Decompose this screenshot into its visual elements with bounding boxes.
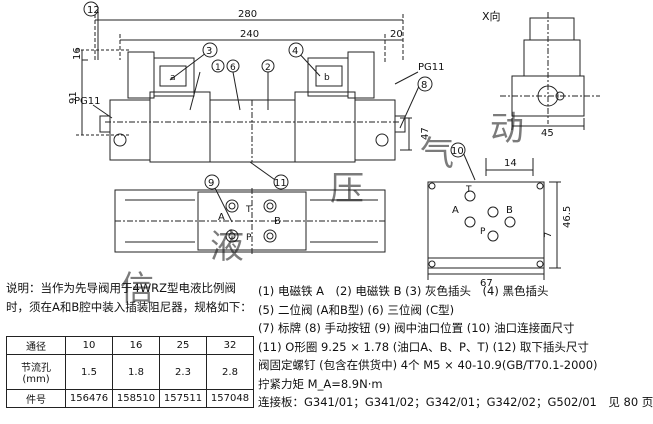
face-port-p: P: [480, 227, 486, 237]
dim-14: 14: [504, 158, 517, 169]
legend-line: (11) O形圈 9.25 × 1.78 (油口A、B、P、T) (12) 取下…: [258, 339, 589, 354]
table-cell: 1.8: [112, 354, 160, 390]
dim-47: 47: [420, 127, 431, 140]
callout-2: 2: [265, 63, 271, 73]
watermark-char-2: 液: [210, 227, 244, 267]
face-port-t: T: [465, 185, 472, 195]
dim-20: 20: [390, 29, 403, 40]
table-header-cell: 16: [112, 336, 160, 355]
part-legend: (1) 电磁铁 A (2) 电磁铁 B (3) 灰色插头 (4) 黑色插头 (5…: [258, 282, 653, 412]
pg11-label-left: PG11: [74, 96, 101, 107]
table-cell: 157048: [206, 389, 254, 408]
dim-240: 240: [240, 29, 259, 40]
callout-9: 9: [208, 178, 214, 189]
bottom-port-p: P: [246, 233, 252, 243]
face-port-b: B: [506, 205, 513, 216]
callout-1: 1: [215, 63, 221, 73]
callout-6: 6: [230, 63, 236, 73]
callout-11: 11: [274, 178, 287, 189]
table-row-label: 节流孔 (mm): [6, 354, 66, 390]
valve-technical-drawing: 12 3 1 6 2 4 8 9 11 10 280 240 20 16 91 …: [68, 1, 600, 309]
dim-7: 7: [543, 232, 554, 238]
table-header-cell: 25: [159, 336, 207, 355]
table-cell: 2.3: [159, 354, 207, 390]
table-cell: 2.8: [206, 354, 254, 390]
legend-line: 阀固定螺钉 (包含在供货中) 4个 M5 × 40-10.9(GB/T70.1-…: [258, 358, 598, 372]
table-cell: 157511: [159, 389, 207, 408]
solenoid-letter-right: b: [324, 73, 330, 83]
callout-4: 4: [292, 46, 298, 57]
table-header-cell: 10: [65, 336, 113, 355]
table-header-cell: 32: [206, 336, 254, 355]
orifice-spec-table: 通径 10 16 25 32 节流孔 (mm) 1.5 1.8 2.3 2.8 …: [6, 336, 254, 408]
dim-280: 280: [238, 9, 257, 20]
table-row-label: 件号: [6, 389, 66, 408]
dim-67: 67: [480, 278, 493, 289]
watermark-char-4: 气: [420, 134, 454, 174]
bottom-port-t: T: [245, 205, 252, 215]
view-label: X向: [482, 9, 501, 23]
intro-note: 说明：当作为先导阀用于4WRZ型电液比例阀时，须在A和B腔中装入插装阻尼器，规格…: [6, 281, 252, 314]
solenoid-letter-left: a: [170, 73, 176, 83]
dim-16: 16: [72, 47, 83, 60]
callout-12: 12: [87, 5, 100, 16]
legend-line: (1) 电磁铁 A (2) 电磁铁 B (3) 灰色插头 (4) 黑色插头: [258, 284, 549, 298]
table-cell: 158510: [112, 389, 160, 408]
callout-3: 3: [206, 46, 212, 57]
table-cell: 1.5: [65, 354, 113, 390]
table-cell: 156476: [65, 389, 113, 408]
legend-line: (5) 二位阀 (A和B型) (6) 三位阀 (C型): [258, 302, 455, 317]
face-port-a: A: [452, 205, 459, 216]
legend-line: 拧紧力矩 M_A=8.9N·m: [258, 376, 383, 391]
callout-8: 8: [421, 80, 427, 91]
watermark-char-5: 动: [490, 109, 524, 149]
watermark-char-1: 信: [120, 269, 154, 309]
connection-plates: 连接板：G341/01；G341/02；G342/01；G342/02；G502…: [258, 395, 653, 409]
dim-45: 45: [541, 128, 554, 139]
dim-46-5: 46.5: [562, 206, 573, 228]
callout-10: 10: [451, 146, 464, 157]
pg11-label-right: PG11: [418, 62, 445, 73]
table-header-cell: 通径: [6, 336, 66, 355]
legend-line: (7) 标牌 (8) 手动按钮 (9) 阀中油口位置 (10) 油口连接面尺寸: [258, 321, 575, 335]
watermark-char-3: 压: [330, 169, 364, 209]
bottom-port-b: B: [274, 216, 281, 227]
bottom-port-a: A: [218, 212, 225, 223]
dim-91: 91: [68, 91, 79, 104]
